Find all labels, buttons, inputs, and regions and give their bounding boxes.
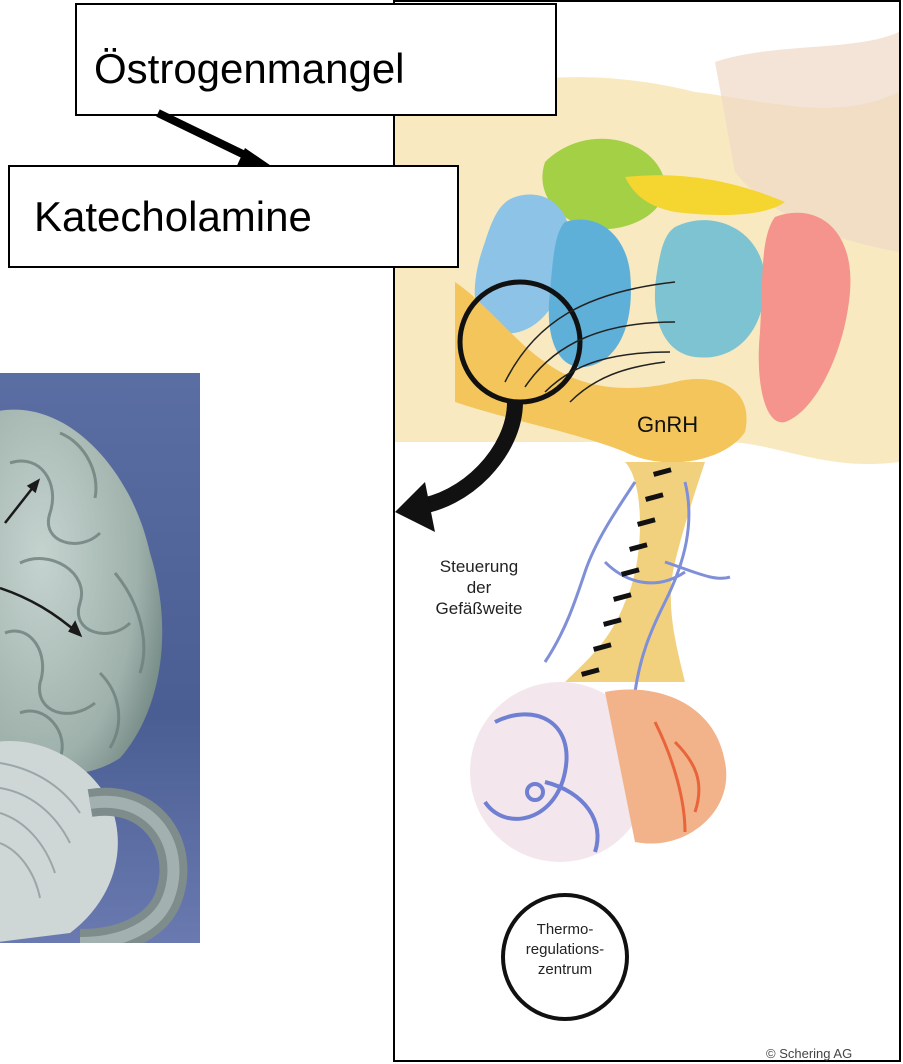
oestrogenmangel-text: Östrogenmangel	[94, 45, 405, 93]
brain-photo	[0, 373, 200, 943]
katecholamine-text: Katecholamine	[34, 193, 312, 241]
thermo-line-2: regulations-	[520, 940, 610, 960]
copyright-text: © Schering AG	[766, 1046, 852, 1061]
connector-line	[158, 113, 255, 160]
hypothalamus-illustration-panel	[393, 0, 901, 1062]
thermo-line-1: Thermo-	[520, 920, 610, 940]
steuerung-line-2: der	[415, 577, 543, 598]
steuerung-line-1: Steuerung	[415, 556, 543, 577]
steuerung-line-3: Gefäßweite	[415, 598, 543, 619]
oestrogenmangel-box: Östrogenmangel	[75, 3, 557, 116]
steuerung-label: Steuerung der Gefäßweite	[415, 556, 543, 619]
thermoregulation-label: Thermo- regulations- zentrum	[520, 920, 610, 980]
gnrh-label: GnRH	[637, 412, 698, 438]
thermo-line-3: zentrum	[520, 960, 610, 980]
brain-illustration	[0, 373, 200, 943]
katecholamine-box: Katecholamine	[8, 165, 459, 268]
hypothalamus-illustration	[395, 2, 899, 1060]
